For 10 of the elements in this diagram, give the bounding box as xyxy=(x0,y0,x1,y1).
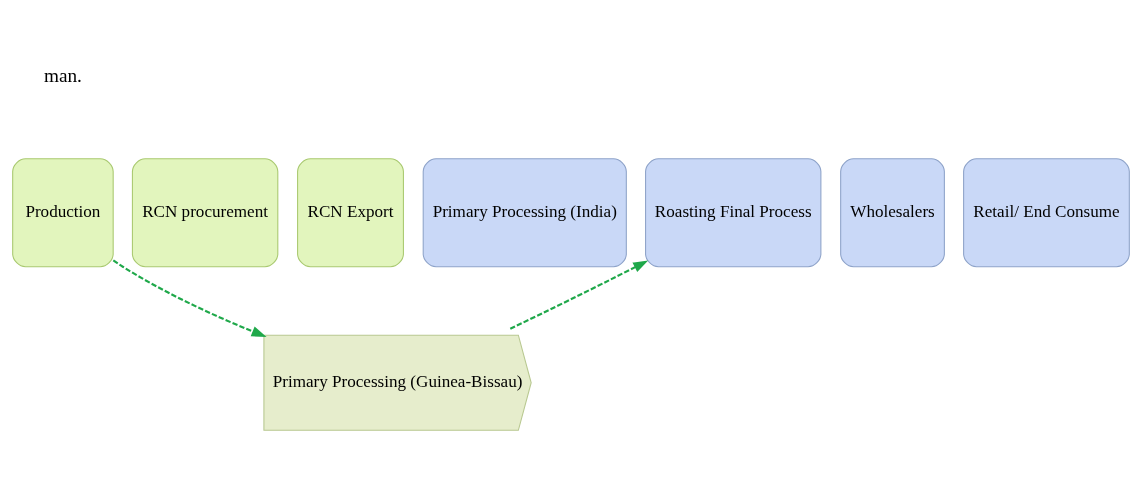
arrow xyxy=(112,258,267,337)
node-box: RCN Export xyxy=(297,157,404,267)
node-box: RCN procurement xyxy=(131,157,279,267)
node-box: Roasting Final Process xyxy=(645,157,822,267)
node-box: Production xyxy=(12,157,114,267)
node-box: Retail/ End Consume xyxy=(963,157,1130,267)
label: man. xyxy=(43,64,82,86)
arrow xyxy=(509,259,649,330)
node-box: Primary Processing (India) xyxy=(422,157,627,267)
node-box: Wholesalers xyxy=(840,157,945,267)
